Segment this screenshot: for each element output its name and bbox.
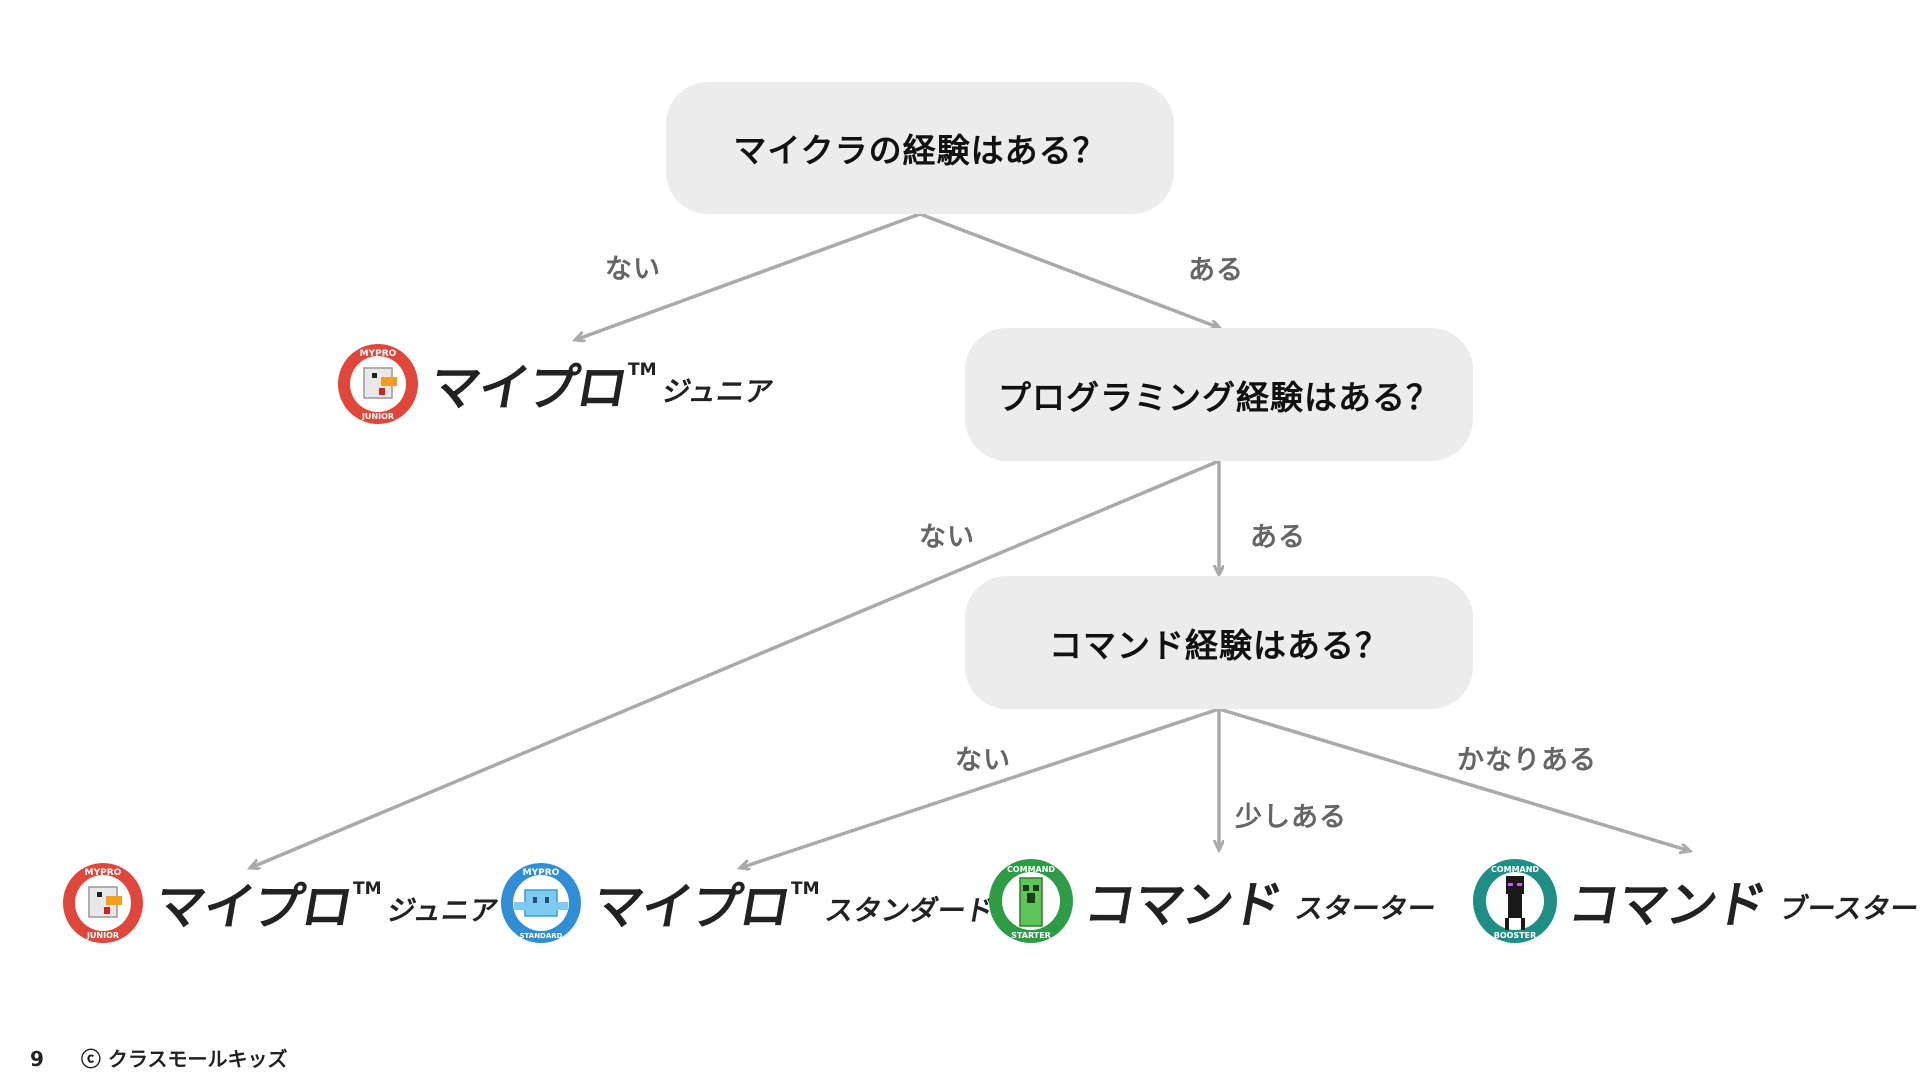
- edge-q1-no: [575, 212, 921, 340]
- product-mypro-standard: MYPRO STANDARD マイプロ TM スタンダード: [500, 862, 997, 944]
- mypro-junior-badge-icon: MYPRO JUNIOR: [338, 344, 418, 424]
- product-name-sub: ジュニア: [384, 894, 501, 927]
- product-name-main: マイプロ: [150, 878, 357, 936]
- edge-q3-no: [740, 707, 1220, 868]
- product-name-sub: ブースター: [1776, 892, 1920, 925]
- copyright-text: ⓒ クラスモールキッズ: [80, 1047, 288, 1071]
- question-command-experience: コマンド経験はある？: [965, 576, 1473, 709]
- edge-q1-yes: [919, 212, 1220, 328]
- svg-text:STANDARD: STANDARD: [520, 932, 563, 940]
- product-mypro-junior-top: MYPRO JUNIOR マイプロ TM ジュニア: [337, 343, 776, 425]
- svg-text:MYPRO: MYPRO: [85, 868, 122, 878]
- page-number: 9: [30, 1047, 44, 1071]
- trademark-mark: TM: [791, 879, 820, 899]
- svg-text:COMMAND: COMMAND: [1007, 865, 1055, 874]
- product-name-main: マイプロ: [588, 878, 795, 936]
- product-name-sub: ジュニア: [659, 375, 776, 408]
- product-name-sub: スターター: [1292, 892, 1439, 925]
- edge-q3-much: [1218, 707, 1690, 851]
- product-mypro-junior-bottom: MYPRO JUNIOR マイプロ TM ジュニア: [62, 862, 501, 944]
- svg-text:BOOSTER: BOOSTER: [1494, 931, 1537, 940]
- svg-text:MYPRO: MYPRO: [360, 349, 397, 359]
- product-command-booster: COMMAND BOOSTER コマンド ブースター: [1472, 858, 1920, 944]
- product-command-starter: COMMAND STARTER コマンド スターター: [988, 858, 1439, 944]
- slide-footer: 9 ⓒ クラスモールキッズ: [30, 1043, 287, 1072]
- svg-text:JUNIOR: JUNIOR: [361, 412, 394, 421]
- command-booster-badge-icon: COMMAND BOOSTER: [1473, 859, 1557, 943]
- question-minecraft-experience: マイクラの経験はある？: [666, 82, 1174, 214]
- mypro-junior-badge-icon: MYPRO JUNIOR: [63, 863, 143, 943]
- product-name-main: マイプロ: [425, 359, 632, 417]
- product-name-main: コマンド: [1564, 876, 1771, 934]
- edge-q2-no: [250, 459, 1220, 868]
- edge-label-q2-yes: ある: [1250, 522, 1306, 553]
- edge-label-q1-no: ない: [605, 254, 661, 285]
- command-starter-badge-icon: COMMAND STARTER: [989, 859, 1073, 943]
- trademark-mark: TM: [353, 879, 382, 899]
- svg-text:STARTER: STARTER: [1011, 931, 1051, 940]
- trademark-mark: TM: [628, 360, 657, 380]
- edge-label-q3-much: かなりある: [1457, 745, 1597, 776]
- svg-text:MYPRO: MYPRO: [523, 868, 560, 878]
- svg-text:COMMAND: COMMAND: [1491, 865, 1539, 874]
- product-name-main: コマンド: [1080, 876, 1287, 934]
- svg-text:JUNIOR: JUNIOR: [86, 931, 119, 940]
- edge-label-q3-little: 少しある: [1235, 802, 1347, 833]
- edge-label-q2-no: ない: [919, 522, 975, 553]
- edge-label-q1-yes: ある: [1188, 255, 1244, 286]
- edge-label-q3-no: ない: [955, 745, 1011, 776]
- product-name-sub: スタンダード: [822, 894, 997, 927]
- question-programming-experience: プログラミング経験はある？: [965, 328, 1473, 461]
- mypro-standard-badge-icon: MYPRO STANDARD: [501, 863, 581, 943]
